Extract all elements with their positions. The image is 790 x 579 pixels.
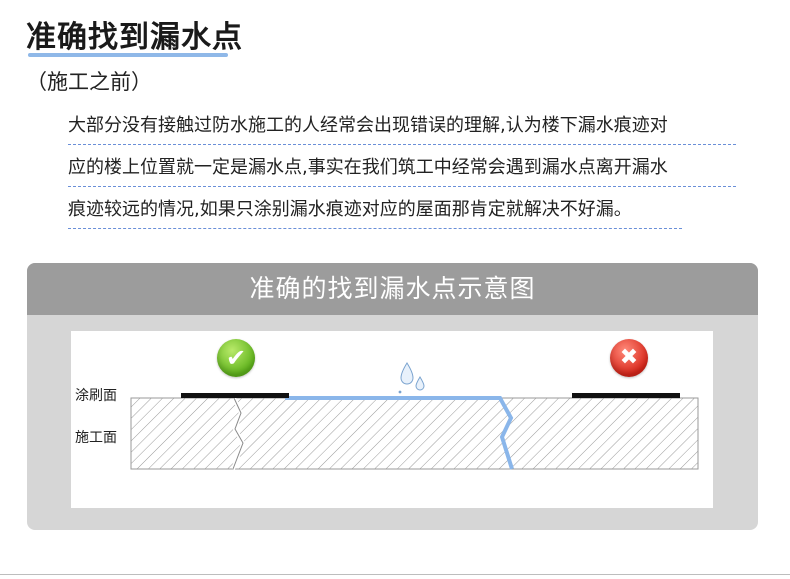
title-underline [28,53,228,57]
water-drop-icon [398,362,425,394]
bottom-divider [0,574,790,575]
page-title: 准确找到漏水点 [26,20,243,55]
leak-path [285,396,514,470]
diagram-panel: 准确的找到漏水点示意图 涂刷面 [27,263,758,530]
intro-line: 痕迹较远的情况,如果只涂别漏水痕迹对应的屋面那肯定就解决不好漏。 [68,192,682,229]
crack-left-edge [232,397,244,470]
intro-paragraph: 大部分没有接触过防水施工的人经常会出现错误的理解,认为楼下漏水痕迹对 应的楼上位… [68,108,738,229]
coating-strip-wrong [572,393,680,398]
cross-icon: ✖ [610,339,648,377]
check-icon: ✔ [217,339,255,377]
intro-line: 大部分没有接触过防水施工的人经常会出现错误的理解,认为楼下漏水痕迹对 [68,108,736,145]
intro-line: 应的楼上位置就一定是漏水点,事实在我们筑工中经常会遇到漏水点离开漏水 [68,150,736,187]
coating-layer-label: 涂刷面 [75,388,117,404]
page-subtitle: （施工之前） [26,70,152,94]
coating-strip-correct [181,393,289,398]
leak-diagram [130,362,699,470]
construction-layer-label: 施工面 [75,430,117,446]
diagram-card: 涂刷面 施工面 ✔ ✖ [71,331,713,508]
construction-layer [130,397,699,470]
diagram-heading: 准确的找到漏水点示意图 [27,263,758,315]
